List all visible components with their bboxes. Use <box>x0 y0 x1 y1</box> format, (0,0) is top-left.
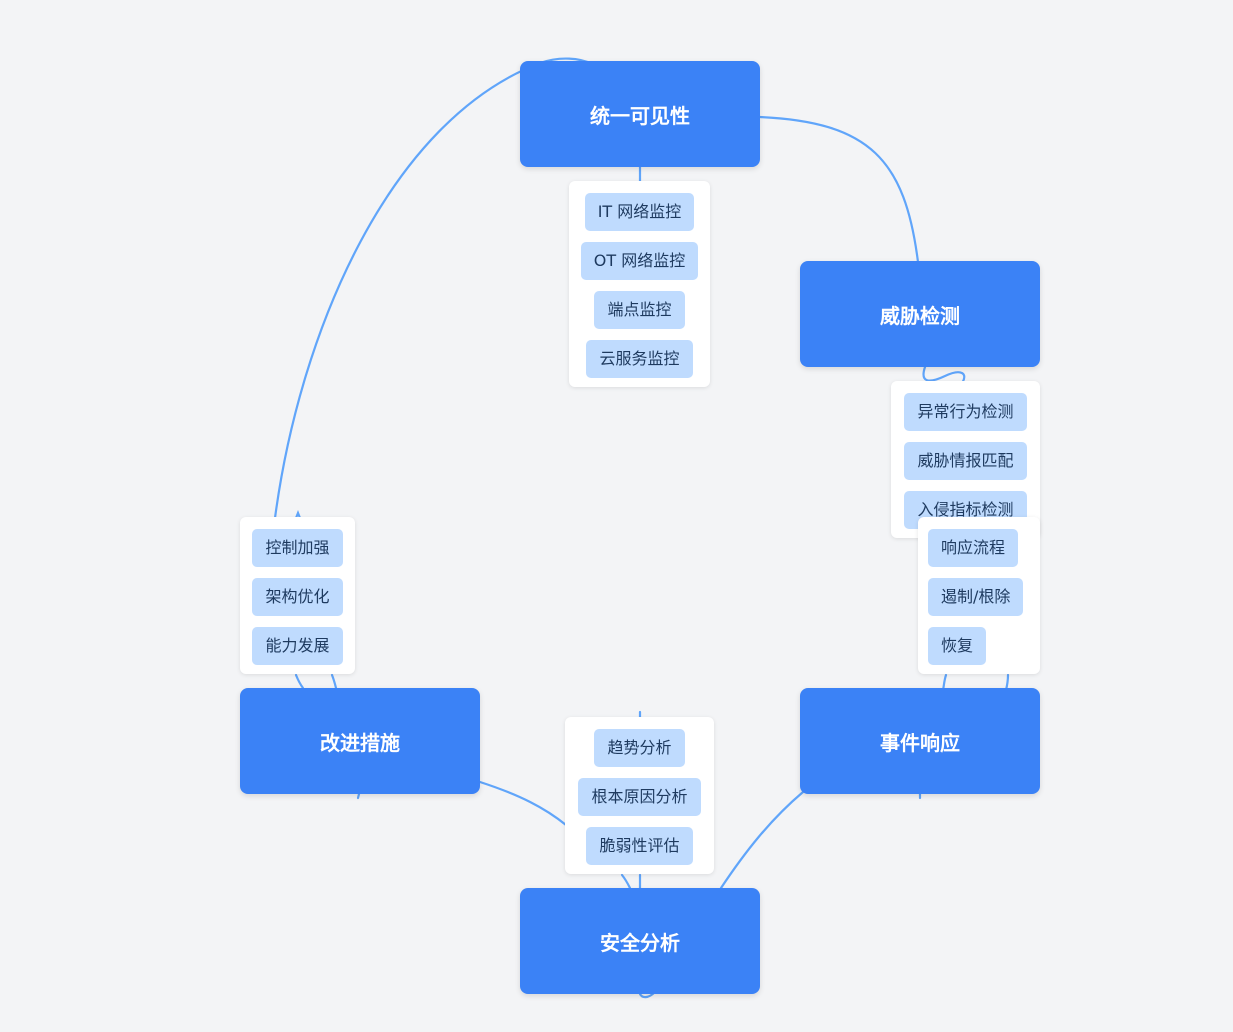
edge-improvement-to-analysis <box>478 780 568 827</box>
item-response-process[interactable]: 响应流程 <box>928 529 1019 567</box>
node-security-analysis[interactable]: 安全分析 <box>520 888 760 994</box>
node-label: 安全分析 <box>600 930 680 955</box>
edge-improvement-items-left <box>294 673 305 690</box>
edge-visibility-to-detection <box>758 115 920 264</box>
item-root-cause-analysis[interactable]: 根本原因分析 <box>578 778 701 816</box>
item-vulnerability-assessment[interactable]: 脆弱性评估 <box>586 827 693 865</box>
node-unified-visibility[interactable]: 统一可见性 <box>520 61 760 167</box>
edge-improvement-to-visibility <box>273 57 594 520</box>
edge-improvement-items-right <box>330 673 338 690</box>
item-architecture-optimization[interactable]: 架构优化 <box>252 578 343 616</box>
node-label: 统一可见性 <box>590 103 690 128</box>
item-endpoint-monitoring[interactable]: 端点监控 <box>594 291 685 329</box>
response-items: 响应流程 遏制/根除 恢复 <box>918 517 1040 674</box>
edge-improvement-top-tick <box>294 510 302 520</box>
item-anomaly-detection[interactable]: 异常行为检测 <box>904 393 1027 431</box>
improvement-items: 控制加强 架构优化 能力发展 <box>240 517 355 674</box>
item-threat-intel-matching[interactable]: 威胁情报匹配 <box>904 442 1027 480</box>
item-cloud-monitoring[interactable]: 云服务监控 <box>586 340 693 378</box>
edge-detection-to-items <box>922 365 966 385</box>
detection-items: 异常行为检测 威胁情报匹配 入侵指标检测 <box>891 381 1040 538</box>
item-trend-analysis[interactable]: 趋势分析 <box>594 729 685 767</box>
visibility-items: IT 网络监控 OT 网络监控 端点监控 云服务监控 <box>569 181 710 387</box>
item-capability-development[interactable]: 能力发展 <box>252 627 343 665</box>
item-control-enhancement[interactable]: 控制加强 <box>252 529 343 567</box>
node-incident-response[interactable]: 事件响应 <box>800 688 1040 794</box>
item-it-network-monitoring[interactable]: IT 网络监控 <box>584 193 695 231</box>
edge-response-to-analysis <box>719 790 805 890</box>
node-threat-detection[interactable]: 威胁检测 <box>800 261 1040 367</box>
node-label: 改进措施 <box>320 730 400 755</box>
analysis-items: 趋势分析 根本原因分析 脆弱性评估 <box>565 717 714 874</box>
item-recovery[interactable]: 恢复 <box>928 627 987 665</box>
node-improvement-measures[interactable]: 改进措施 <box>240 688 480 794</box>
node-label: 威胁检测 <box>880 303 960 328</box>
item-containment-eradication[interactable]: 遏制/根除 <box>928 578 1024 616</box>
node-label: 事件响应 <box>880 730 960 755</box>
item-ot-network-monitoring[interactable]: OT 网络监控 <box>580 242 699 280</box>
edge-analysis-items-to-analysis <box>620 873 632 890</box>
